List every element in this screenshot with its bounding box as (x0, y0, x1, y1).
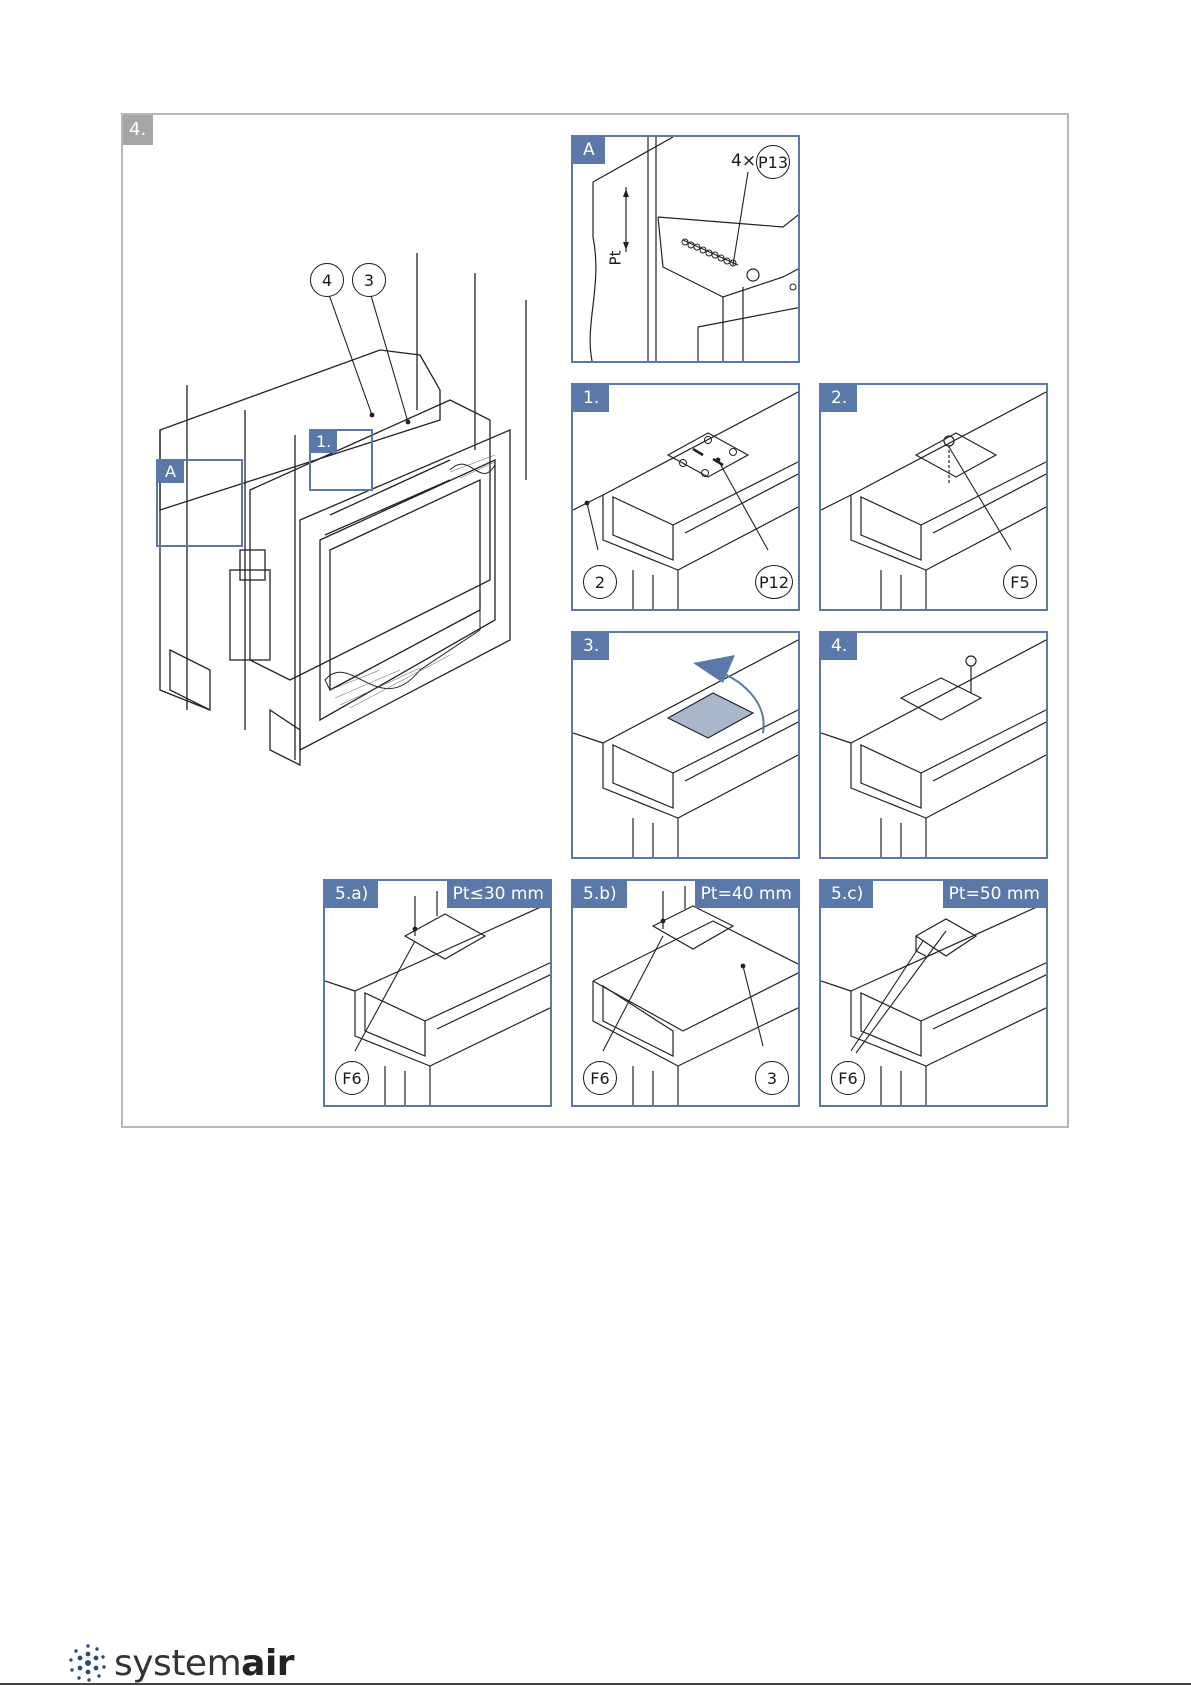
panel-step-3: 3. (571, 631, 800, 859)
panel-step-1: 1. 2 P12 (571, 383, 800, 611)
panel-2-label: 2. (821, 385, 857, 412)
panel-step-5c: 5.c) Pt=50 mm F6 (819, 879, 1048, 1107)
callout-f5: F5 (1003, 565, 1037, 599)
quantity-prefix: 4× (731, 151, 756, 171)
zoom-label-a: A (157, 460, 184, 483)
damper-illustration (150, 250, 550, 770)
callout-3-b: 3 (755, 1061, 789, 1095)
zoom-label-step1: 1. (310, 430, 337, 453)
step-3-illustration (573, 633, 800, 859)
pt-value-5b: Pt=40 mm (695, 881, 798, 908)
step-tag: 4. (123, 115, 153, 145)
panel-5b-label: 5.b) (573, 881, 627, 908)
step-4-illustration (821, 633, 1048, 859)
callout-p13: P13 (756, 145, 790, 179)
main-damper-drawing: 4 3 A 1. (150, 250, 550, 770)
panel-step-4: 4. (819, 631, 1048, 859)
systemair-logo-icon (68, 1643, 108, 1683)
callout-3: 3 (352, 263, 386, 297)
pt-value-5c: Pt=50 mm (943, 881, 1046, 908)
panel-a: A 4× P13 Pt (571, 135, 800, 363)
brand-text-bold: air (241, 1643, 294, 1684)
dimension-pt: Pt (606, 251, 624, 266)
panel-step-2: 2. F5 (819, 383, 1048, 611)
panel-a-label: A (573, 137, 605, 164)
callout-f6-c: F6 (831, 1061, 865, 1095)
brand-name: systemair (114, 1643, 294, 1684)
callout-f6-b: F6 (583, 1061, 617, 1095)
panel-1-label: 1. (573, 385, 609, 412)
panel-step-5a: 5.a) Pt≤30 mm F6 (323, 879, 552, 1107)
callout-f6-a: F6 (335, 1061, 369, 1095)
callout-2: 2 (583, 565, 617, 599)
brand-logo: systemair (68, 1640, 294, 1686)
callout-p12: P12 (755, 565, 793, 599)
pt-range-5a: Pt≤30 mm (447, 881, 550, 908)
panel-5a-label: 5.a) (325, 881, 378, 908)
panel-step-5b: 5.b) Pt=40 mm F6 3 (571, 879, 800, 1107)
callout-4: 4 (310, 263, 344, 297)
panel-4-label: 4. (821, 633, 857, 660)
brand-text-light: system (114, 1643, 241, 1684)
panel-5c-label: 5.c) (821, 881, 873, 908)
panel-3-label: 3. (573, 633, 609, 660)
